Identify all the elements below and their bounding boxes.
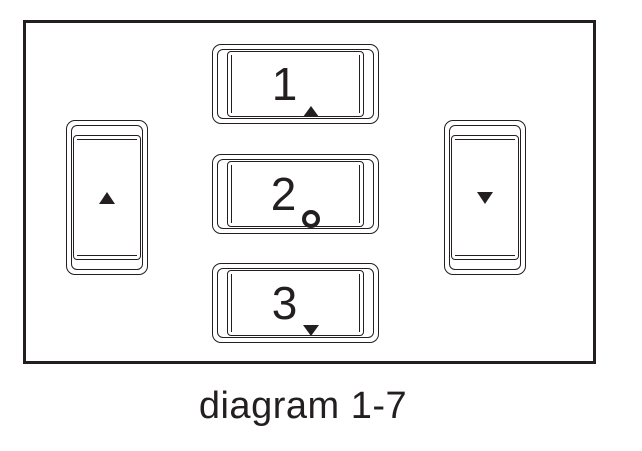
- key-2-face: [227, 161, 364, 227]
- diagram-caption: diagram 1-7: [198, 385, 408, 427]
- key-2[interactable]: 2: [212, 154, 379, 234]
- control-panel: 1 2 3: [23, 20, 596, 364]
- right-down-key[interactable]: [444, 120, 526, 275]
- key-1-number: 1: [271, 58, 298, 110]
- triangle-up-icon: [303, 106, 320, 117]
- ring-icon: [302, 210, 321, 228]
- triangle-down-icon: [477, 191, 493, 204]
- triangle-up-icon: [99, 191, 115, 204]
- key-1-face: [227, 51, 364, 117]
- triangle-down-icon: [303, 325, 320, 336]
- key-3-number: 3: [271, 277, 298, 329]
- key-3[interactable]: 3: [212, 263, 379, 343]
- key-1[interactable]: 1: [212, 44, 379, 124]
- key-3-face: [227, 270, 364, 336]
- key-2-number: 2: [270, 168, 297, 220]
- left-up-key[interactable]: [66, 120, 148, 275]
